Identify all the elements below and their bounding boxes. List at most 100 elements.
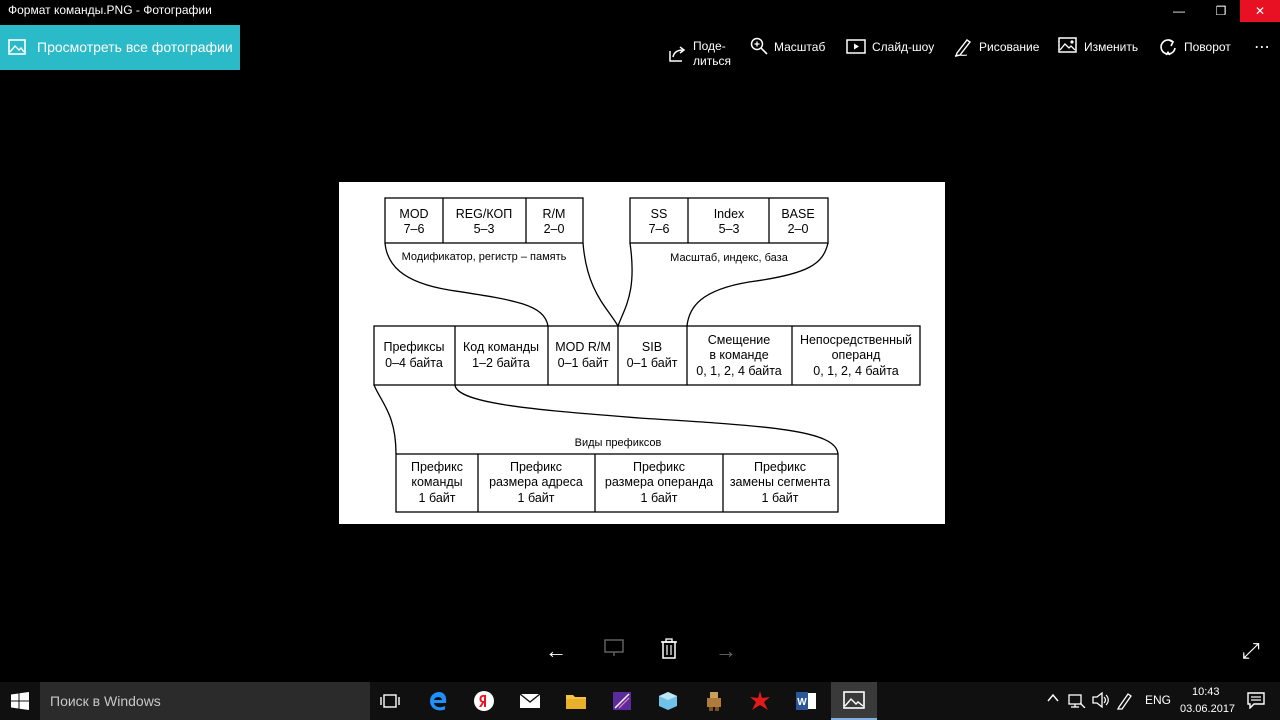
prefix-line2: размера операнда <box>605 475 713 489</box>
search-placeholder: Поиск в Windows <box>50 693 161 709</box>
taskbar-app-cube[interactable] <box>645 682 691 720</box>
field-line3: 0, 1, 2, 4 байта <box>696 364 782 378</box>
prefix-line1: Префикс <box>510 460 562 474</box>
photos-icon <box>8 39 26 55</box>
prefix-line2: команды <box>411 475 462 489</box>
modrm-field-bits: 2–0 <box>544 222 565 236</box>
pen-workspace-icon <box>1116 693 1132 710</box>
sib-field-name: Index <box>714 207 745 221</box>
pen-tray-button[interactable] <box>1116 692 1134 713</box>
taskbar-edge[interactable] <box>415 682 461 720</box>
field-line2: 0–1 байт <box>558 356 609 370</box>
field-line2: 0–1 байт <box>627 356 678 370</box>
show-hidden-icons-button[interactable] <box>1047 692 1059 707</box>
share-button[interactable]: Поде- литься <box>667 37 731 71</box>
folder-icon <box>566 695 586 709</box>
modrm-box <box>384 197 584 244</box>
prefix-line1: Префикс <box>633 460 685 474</box>
prefix-line3: 1 байт <box>419 491 456 505</box>
trash-icon <box>661 638 677 659</box>
title-bar: Формат команды.PNG - Фотографии — ❐ ✕ <box>0 0 1280 22</box>
language-indicator[interactable]: ENG <box>1145 693 1172 707</box>
taskbar: Поиск в Windows <box>0 682 1280 720</box>
task-view-button[interactable] <box>367 682 413 720</box>
fullscreen-button[interactable]: ⤢ <box>1242 638 1260 663</box>
zoom-icon <box>750 37 768 55</box>
more-button[interactable]: ⋯ <box>1254 39 1270 56</box>
taskbar-app-purple[interactable] <box>599 682 645 720</box>
taskbar-yandex[interactable] <box>461 682 507 720</box>
action-center-button[interactable] <box>1247 691 1265 712</box>
prefix-line1: Префикс <box>411 460 463 474</box>
network-tray-button[interactable] <box>1068 692 1086 711</box>
rotate-button[interactable]: Поворот <box>1158 37 1231 71</box>
taskbar-word[interactable]: W <box>783 682 829 720</box>
edit-button[interactable]: Изменить <box>1058 37 1138 71</box>
present-icon <box>604 639 624 656</box>
previous-button[interactable]: ← <box>545 638 567 663</box>
clock-date[interactable]: 03.06.2017 <box>1180 703 1236 715</box>
share-label-line2: литься <box>693 54 731 68</box>
field-line1: Непосредственный <box>800 333 912 347</box>
slideshow-label: Слайд-шоу <box>872 40 935 54</box>
sib-field-name: BASE <box>781 207 814 221</box>
rotate-icon <box>1160 39 1176 56</box>
restore-button[interactable]: ❐ <box>1215 4 1227 18</box>
taskbar-explorer[interactable] <box>553 682 599 720</box>
prefix-line3: 1 байт <box>641 491 678 505</box>
zoom-button[interactable]: Масштаб <box>750 37 825 71</box>
modrm-field-name: MOD <box>399 207 428 221</box>
field-line1: MOD R/M <box>555 340 611 354</box>
field-line2: 1–2 байта <box>472 356 530 370</box>
field-line1: Код команды <box>463 340 539 354</box>
prefix-line2: замены сегмента <box>730 475 830 489</box>
field-line3: 0, 1, 2, 4 байта <box>813 364 899 378</box>
prefix-caption: Виды префиксов <box>575 437 662 449</box>
start-button[interactable] <box>0 682 40 720</box>
taskbar-app-red[interactable] <box>737 682 783 720</box>
slideshow-button[interactable]: Слайд-шоу <box>846 37 934 71</box>
window-title: Формат команды.PNG - Фотографии <box>8 3 212 17</box>
sib-field-bits: 2–0 <box>788 222 809 236</box>
windows-logo-icon <box>11 692 29 710</box>
minimize-button[interactable]: — <box>1173 4 1185 18</box>
field-line1: Смещение <box>708 333 771 347</box>
edge-icon <box>430 692 447 711</box>
speaker-icon <box>1092 691 1109 709</box>
taskbar-mail[interactable] <box>507 682 553 720</box>
sib-box <box>629 197 829 244</box>
search-box[interactable]: Поиск в Windows <box>40 682 370 720</box>
prefix-line2: размера адреса <box>489 475 583 489</box>
field-line1: Префиксы <box>384 340 445 354</box>
photos-app-icon <box>843 691 865 709</box>
chevron-up-icon <box>1047 693 1059 702</box>
prefix-line3: 1 байт <box>762 491 799 505</box>
view-all-photos-button[interactable]: Просмотреть все фотографии <box>0 25 240 70</box>
sib-field-name: SS <box>651 207 668 221</box>
field-line2: 0–4 байта <box>385 356 443 370</box>
close-button[interactable]: ✕ <box>1240 0 1280 22</box>
draw-label: Рисование <box>979 40 1040 54</box>
mail-icon <box>519 693 541 708</box>
modrm-field-bits: 5–3 <box>474 222 495 236</box>
volume-tray-button[interactable] <box>1092 691 1110 711</box>
prefix-row <box>395 453 839 513</box>
draw-button[interactable]: Рисование <box>953 37 1039 71</box>
rotate-label: Поворот <box>1184 40 1231 54</box>
modrm-field-name: REG/КОП <box>456 207 512 221</box>
slideshow-icon <box>846 39 866 54</box>
delete-button[interactable] <box>660 638 678 662</box>
cube-app-icon <box>659 692 677 710</box>
taskbar-photos[interactable] <box>831 682 877 720</box>
instruction-format-diagram: MOD 7–6 REG/КОП 5–3 R/M 2–0 SS 7–6 Index… <box>373 197 921 513</box>
edit-label: Изменить <box>1084 40 1139 54</box>
figure-app-icon <box>707 692 721 711</box>
clock-time[interactable]: 10:43 <box>1192 686 1220 698</box>
sib-field-bits: 7–6 <box>649 222 670 236</box>
zoom-label: Масштаб <box>774 40 826 54</box>
task-view-icon <box>380 694 400 708</box>
taskbar-app-figure[interactable] <box>691 682 737 720</box>
field-line2: операнд <box>832 348 881 362</box>
instruction-row <box>373 325 921 386</box>
field-line1: SIB <box>642 340 662 354</box>
